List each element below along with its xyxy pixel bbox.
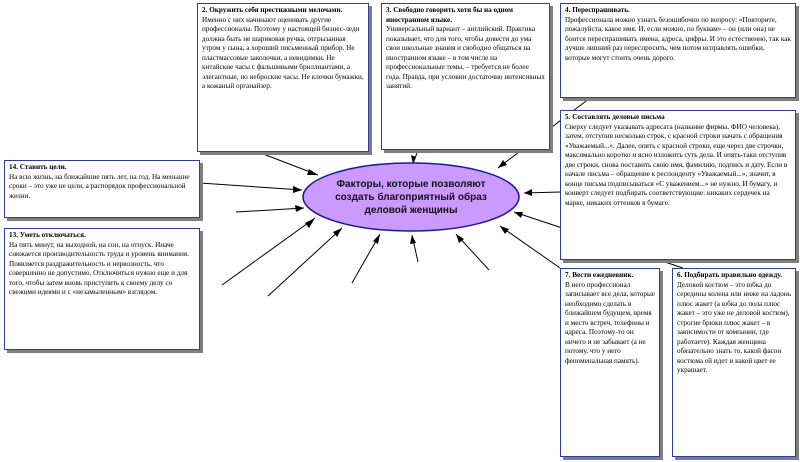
arrowhead-a: [305, 218, 315, 228]
connector-line-13: [235, 207, 305, 213]
arrowhead-d: [410, 235, 416, 244]
connector-line-14: [199, 182, 303, 191]
factor-box-14: 14. Ставить цели. На всю жизнь, на ближа…: [4, 160, 200, 218]
arrowhead-2: [307, 169, 318, 175]
factor-body-13: На пять минут, на выходной, на сон, на о…: [9, 240, 189, 297]
factor-title-6: 6. Подбирать правильно одежду.: [677, 271, 782, 279]
connector-line-2: [257, 151, 319, 176]
arrowhead-3: [411, 155, 416, 164]
factor-box-3: 3. Свободно говорить хотя бы на одном ин…: [381, 3, 550, 150]
factor-title-4: 4. Переспрашивать.: [565, 6, 630, 14]
factor-title-7: 7. Вести ежедневник.: [565, 271, 634, 279]
factor-title-5: 5. Составлять деловые письма: [565, 113, 665, 121]
factor-body-2: Именно с них начинают оценивать другие п…: [202, 15, 364, 91]
center-title: Факторы, которые позволяют создать благо…: [335, 178, 487, 216]
factor-box-13: 13. Уметь отключаться. На пять минут, на…: [4, 228, 200, 350]
factor-title-2: 2. Окружить себя престижными мелочами.: [202, 6, 343, 14]
factor-body-14: На всю жизнь, на ближайшие пять лет, на …: [9, 172, 190, 200]
arrowhead-c: [373, 234, 380, 244]
factor-box-7: 7. Вести ежедневник. В него профессионал…: [560, 268, 660, 457]
arrowhead-13: [295, 205, 304, 212]
factor-body-6: Деловой костюм – это юбка до середины ко…: [677, 280, 791, 375]
arrowhead-4: [498, 160, 507, 168]
factor-body-5: Сверху следует указывать адресата (назва…: [565, 122, 788, 207]
factor-body-7: В него профессионал записывает все дела,…: [565, 280, 655, 365]
center-ellipse: [302, 162, 520, 232]
arrowhead-6: [514, 212, 523, 218]
arrowhead-5: [524, 189, 532, 196]
center-node: Факторы, которые позволяют создать благо…: [303, 163, 519, 231]
factor-title-13: 13. Уметь отключаться.: [9, 231, 86, 239]
factor-title-14: 14. Ставить цели.: [9, 163, 67, 171]
connector-line-b: [267, 227, 343, 297]
factor-body-3: Универсальный вариант – английский. Прак…: [386, 25, 545, 90]
arrowhead-e: [456, 234, 464, 243]
arrowhead-14: [293, 186, 302, 193]
factor-title-3: 3. Свободно говорить хотя бы на одном ин…: [386, 6, 514, 24]
factor-box-6: 6. Подбирать правильно одежду. Деловой к…: [672, 268, 796, 457]
arrowhead-7: [500, 226, 509, 234]
connector-line-a: [221, 217, 316, 286]
factor-body-4: Профессионала можно узнать безошибочно п…: [565, 15, 791, 62]
factor-box-2: 2. Окружить себя престижными мелочами. И…: [197, 3, 369, 152]
arrowhead-b: [333, 228, 342, 237]
factor-box-4: 4. Переспрашивать. Профессионала можно у…: [560, 3, 796, 98]
connector-line-7: [499, 225, 561, 269]
factor-box-5: 5. Составлять деловые письма Сверху след…: [560, 110, 796, 260]
